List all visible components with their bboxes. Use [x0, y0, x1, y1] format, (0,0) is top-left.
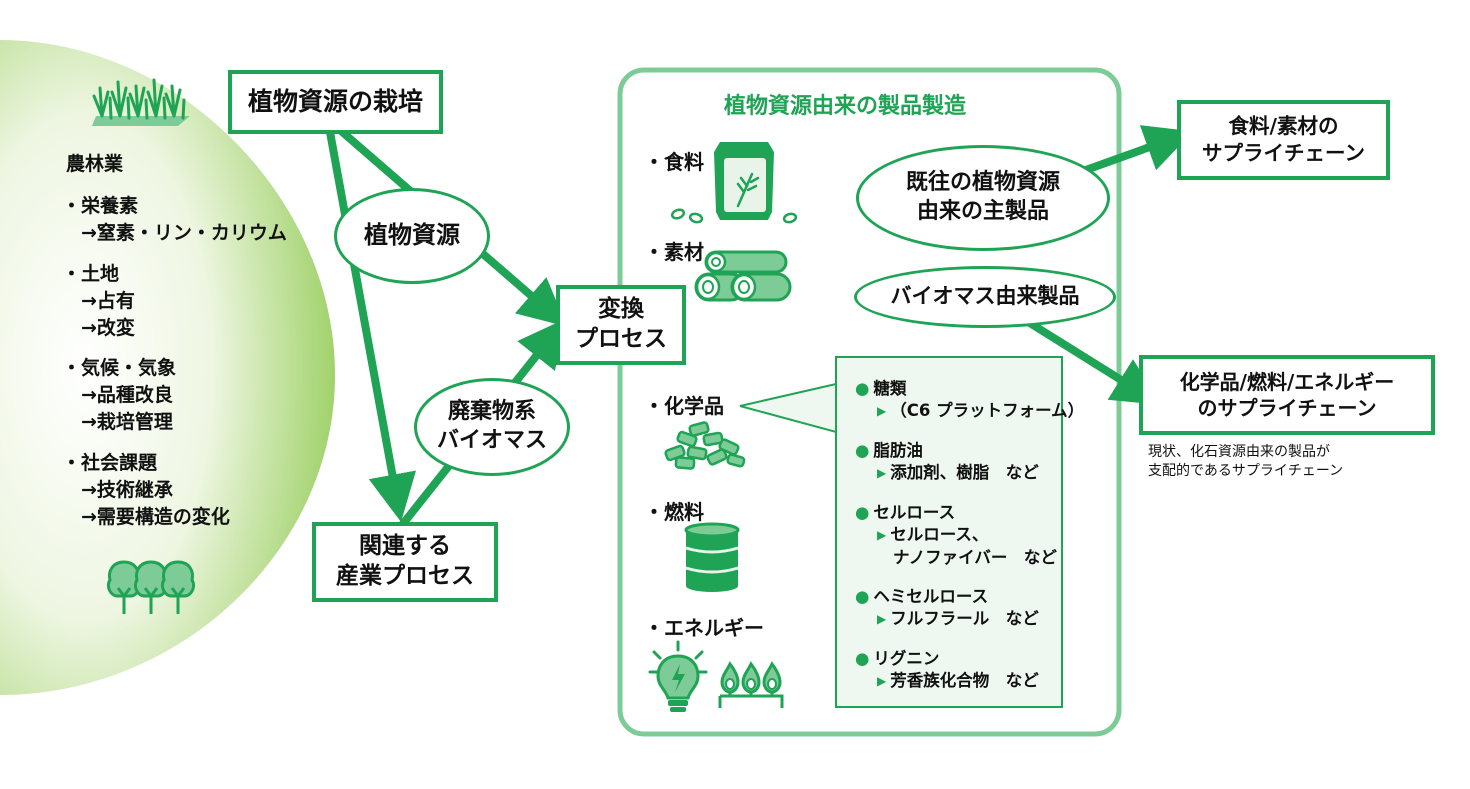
- chem-detail: （C6 プラットフォーム）: [890, 401, 1085, 420]
- conversion-process-box: 変換 プロセス: [556, 285, 686, 365]
- note-line: 支配的であるサプライチェーン: [1148, 463, 1344, 479]
- agri-line: →品種改良: [62, 384, 173, 406]
- existing-products-line: 既往の植物資源: [905, 170, 1060, 196]
- logs-icon: [692, 248, 796, 304]
- triangle-icon: ▶: [877, 674, 887, 688]
- waste-biomass-line: 廃棄物系: [447, 399, 536, 425]
- arrow-biomass-to-chem-chain: [1022, 316, 1162, 405]
- chem-detail: 添加剤、樹脂 など: [890, 463, 1039, 482]
- category-chemicals: ・化学品: [644, 394, 724, 418]
- triangle-icon: ▶: [877, 612, 887, 626]
- chem-detail: フルフラール など: [890, 609, 1039, 628]
- chemicals-callout-pointer: [739, 382, 837, 434]
- pellets-icon: [660, 420, 750, 470]
- chem-name: セルロース: [873, 503, 956, 522]
- supply-chain-note: 現状、化石資源由来の製品が 支配的であるサプライチェーン: [1148, 443, 1343, 481]
- food-bag-icon: [668, 138, 798, 228]
- agriculture-heading: 農林業: [66, 153, 124, 175]
- triangle-icon: ▶: [877, 466, 887, 480]
- food-materials-supply-chain-box: 食料/素材の サプライチェーン: [1177, 100, 1390, 180]
- plant-resource-oval: 植物資源: [334, 188, 490, 284]
- existing-products-line: 由来の主製品: [916, 199, 1049, 224]
- bullet-icon: ●: [855, 503, 870, 522]
- chem-item-sugar: ●糖類 ▶（C6 プラットフォーム）: [855, 378, 1084, 423]
- agri-line: →栽培管理: [62, 411, 173, 433]
- industrial-process-box: 関連する 産業プロセス: [312, 522, 498, 602]
- chem-chain-line: のサプライチェーン: [1197, 396, 1377, 420]
- plant-resource-label: 植物資源: [364, 221, 460, 250]
- chem-detail: ナノファイバー など: [893, 548, 1057, 567]
- agri-line: ・気候・気象: [62, 357, 177, 379]
- industrial-process-line: 産業プロセス: [336, 563, 474, 589]
- category-materials: ・素材: [644, 240, 704, 264]
- agri-line: →需要構造の変化: [62, 506, 230, 528]
- agri-line: ・栄養素: [62, 195, 139, 217]
- agri-line: ・社会課題: [62, 452, 158, 474]
- conversion-line: プロセス: [575, 326, 667, 352]
- chem-item-hemicellulose: ●ヘミセルロース ▶フルフラール など: [855, 586, 1039, 631]
- food-chain-line: 食料/素材の: [1228, 114, 1339, 139]
- food-chain-line: サプライチェーン: [1202, 141, 1365, 165]
- chem-detail: 芳香族化合物 など: [890, 671, 1039, 690]
- cultivation-box: 植物資源の栽培: [228, 70, 443, 134]
- category-energy: ・エネルギー: [644, 616, 764, 640]
- category-fuel: ・燃料: [644, 500, 704, 524]
- chem-item-cellulose: ●セルロース ▶セルロース、 ナノファイバー など: [855, 502, 1057, 569]
- triangle-icon: ▶: [877, 404, 887, 418]
- chem-item-lignin: ●リグニン ▶芳香族化合物 など: [855, 648, 1039, 693]
- biomass-products-label: バイオマス由来製品: [890, 284, 1080, 309]
- bullet-icon: ●: [855, 649, 870, 668]
- arrow-cultivation-to-industry: [326, 131, 417, 523]
- grass-icon: [90, 68, 200, 126]
- category-food: ・食料: [644, 150, 704, 174]
- biomass-products-oval: バイオマス由来製品: [854, 266, 1116, 328]
- bullet-icon: ●: [855, 379, 870, 398]
- agri-line: →占有: [62, 290, 135, 312]
- agri-line: →技術継承: [62, 479, 173, 501]
- agriculture-area: [0, 40, 335, 695]
- chem-detail: セルロース、: [890, 525, 989, 544]
- lightbulb-icon: [648, 640, 708, 716]
- chem-chain-line: 化学品/燃料/エネルギー: [1179, 370, 1395, 394]
- chem-name: 糖類: [873, 379, 907, 398]
- agri-line: ・土地: [62, 263, 120, 285]
- cultivation-label: 植物資源の栽培: [247, 86, 423, 116]
- chem-name: リグニン: [873, 649, 940, 668]
- bullet-icon: ●: [855, 587, 870, 606]
- waste-biomass-oval: 廃棄物系 バイオマス: [414, 378, 570, 476]
- chemicals-list-box: ●糖類 ▶（C6 プラットフォーム） ●脂肪油 ▶添加剤、樹脂 など ●セルロー…: [835, 356, 1084, 708]
- chem-name: 脂肪油: [873, 441, 923, 460]
- gas-burner-icon: [716, 660, 786, 712]
- bullet-icon: ●: [855, 441, 870, 460]
- chem-name: ヘミセルロース: [873, 587, 989, 606]
- barrel-icon: [682, 522, 742, 594]
- chem-fuel-energy-supply-chain-box: 化学品/燃料/エネルギー のサプライチェーン: [1139, 355, 1435, 435]
- agri-line: →改変: [62, 317, 135, 339]
- industrial-process-line: 関連する: [359, 533, 451, 560]
- triangle-icon: ▶: [877, 528, 887, 542]
- note-line: 現状、化石資源由来の製品が: [1148, 444, 1330, 460]
- manufacturing-title: 植物資源由来の製品製造: [724, 94, 967, 119]
- trees-icon: [106, 558, 196, 616]
- chem-item-fatty-oil: ●脂肪油 ▶添加剤、樹脂 など: [855, 440, 1039, 485]
- conversion-line: 変換: [598, 296, 644, 323]
- agri-line: →窒素・リン・カリウム: [62, 222, 287, 244]
- existing-products-oval: 既往の植物資源 由来の主製品: [856, 145, 1110, 251]
- waste-biomass-line: バイオマス: [436, 428, 547, 453]
